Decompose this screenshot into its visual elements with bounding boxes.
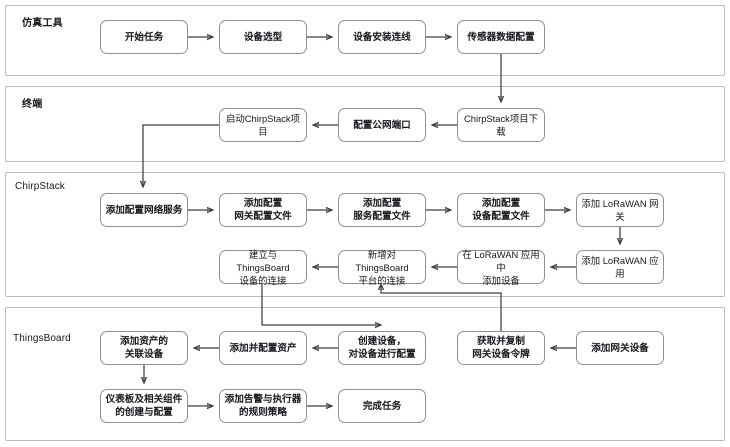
process-node-n24[interactable]: 完成任务	[338, 389, 426, 423]
process-node-n9[interactable]: 添加配置 网关配置文件	[219, 193, 307, 227]
process-node-n2[interactable]: 设备选型	[219, 20, 307, 54]
process-node-n4[interactable]: 传感器数据配置	[457, 20, 545, 54]
process-node-n8[interactable]: 添加配置网络服务	[100, 193, 188, 227]
process-node-n19[interactable]: 创建设备， 对设备进行配置	[338, 331, 426, 365]
process-node-n7[interactable]: 启动ChirpStack项目	[219, 108, 307, 142]
process-node-n11[interactable]: 添加配置 设备配置文件	[457, 193, 545, 227]
process-node-n16[interactable]: 建立与ThingsBoard 设备的连接	[219, 249, 307, 286]
swimlane-label: ChirpStack	[15, 181, 65, 192]
process-node-n1[interactable]: 开始任务	[100, 20, 188, 54]
process-node-n22[interactable]: 仪表板及相关组件 的创建与配置	[100, 389, 188, 423]
swimlane-label: ThingsBoard	[13, 333, 71, 344]
process-node-n5[interactable]: ChirpStack项目下载	[457, 108, 545, 142]
process-node-n20[interactable]: 添加并配置资产	[219, 331, 307, 365]
swimlane-label: 终端	[22, 99, 43, 110]
process-node-n15[interactable]: 新增对ThingsBoard 平台的连接	[338, 249, 426, 286]
process-node-n13[interactable]: 添加 LoRaWAN 应用	[576, 250, 664, 284]
process-node-n12[interactable]: 添加 LoRaWAN 网关	[576, 193, 664, 227]
process-node-n14[interactable]: 在 LoRaWAN 应用中 添加设备	[457, 249, 545, 286]
process-node-n17[interactable]: 添加网关设备	[576, 331, 664, 365]
process-node-n21[interactable]: 添加资产的 关联设备	[100, 331, 188, 365]
process-node-n18[interactable]: 获取并复制 网关设备令牌	[457, 331, 545, 365]
process-node-n10[interactable]: 添加配置 服务配置文件	[338, 193, 426, 227]
process-node-n3[interactable]: 设备安装连线	[338, 20, 426, 54]
swimlane-label: 仿真工具	[22, 18, 63, 29]
process-node-n23[interactable]: 添加告警与执行器 的规则策略	[219, 389, 307, 423]
process-node-n6[interactable]: 配置公网端口	[338, 108, 426, 142]
